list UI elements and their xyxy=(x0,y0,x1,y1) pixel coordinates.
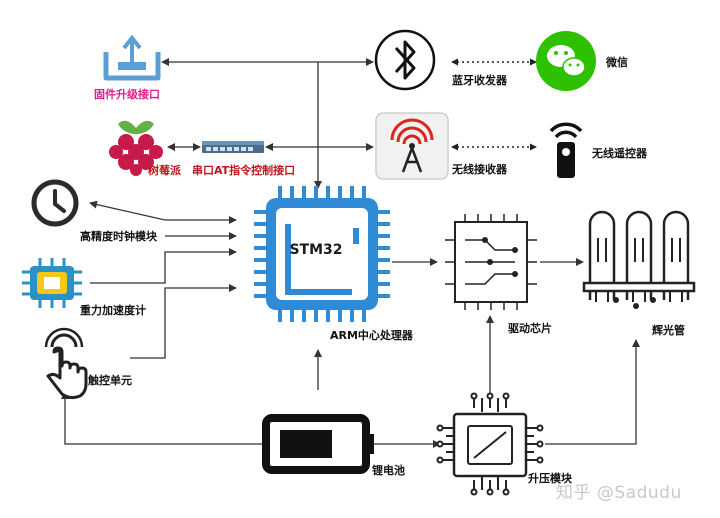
label-remote: 无线遥控器 xyxy=(592,147,647,160)
edge-accel-cpu xyxy=(90,248,237,284)
sensor-chip-icon xyxy=(22,258,82,308)
raspberry-pi-icon xyxy=(109,120,163,176)
label-raspberry: 树莓派 xyxy=(148,164,181,177)
label-cpu: ARM中心处理器 xyxy=(330,329,413,342)
label-clock: 高精度时钟模块 xyxy=(80,230,157,243)
label-touch: 触控单元 xyxy=(88,374,132,387)
label-battery: 锂电池 xyxy=(372,464,405,477)
remote-control-icon xyxy=(549,122,583,178)
label-firmware: 固件升级接口 xyxy=(94,88,160,101)
label-driver: 驱动芯片 xyxy=(508,322,552,335)
touch-hand-icon xyxy=(44,327,88,400)
edge-touch-cpu xyxy=(130,284,237,359)
edge-clock-cpu xyxy=(89,200,237,224)
label-serial: 串口AT指令控制接口 xyxy=(192,164,296,177)
label-receiver: 无线接收器 xyxy=(452,163,507,176)
label-wechat: 微信 xyxy=(606,56,628,69)
label-tubes: 辉光管 xyxy=(652,324,685,337)
upload-tray-icon xyxy=(103,34,161,81)
clock-icon xyxy=(31,179,79,227)
processor-icon xyxy=(436,392,544,496)
circuit-board-icon xyxy=(445,214,537,310)
edge-battery-touch xyxy=(61,391,262,445)
network-switch-icon xyxy=(202,141,264,153)
radio-tower-icon xyxy=(375,112,449,180)
cpu-chip-icon: STM32 xyxy=(254,186,390,322)
label-boost: 升压模块 xyxy=(528,472,572,485)
battery-icon xyxy=(262,414,374,474)
watermark: 知乎 @Sadudu xyxy=(556,483,682,503)
connectors xyxy=(61,58,640,448)
wechat-icon xyxy=(536,31,596,91)
cpu-chip-text: STM32 xyxy=(289,242,342,258)
label-accel: 重力加速度计 xyxy=(80,304,146,317)
nixie-tube-icon xyxy=(582,210,696,309)
edge-boost-tubes xyxy=(545,339,640,445)
label-bluetooth: 蓝牙收发器 xyxy=(452,74,507,87)
bluetooth-icon xyxy=(374,29,436,91)
